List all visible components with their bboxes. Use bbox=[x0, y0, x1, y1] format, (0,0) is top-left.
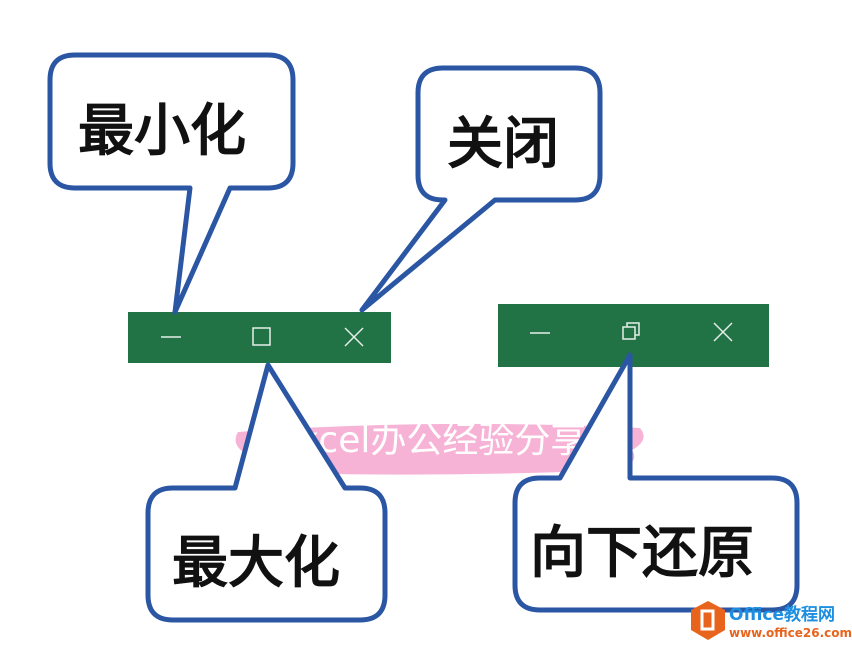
title-bar-normal bbox=[128, 312, 391, 363]
callout-close-label: 关闭 bbox=[447, 112, 559, 177]
close-icon[interactable] bbox=[713, 322, 733, 342]
close-icon[interactable] bbox=[344, 327, 364, 347]
callout-maximize-label: 最大化 bbox=[172, 531, 340, 596]
callout-restore-down bbox=[512, 352, 800, 613]
callout-restore-down-label: 向下还原 bbox=[530, 521, 754, 586]
watermark-text: Excel办公经验分享 bbox=[275, 420, 586, 461]
callout-close bbox=[359, 65, 603, 313]
maximize-icon[interactable] bbox=[252, 327, 271, 346]
watermark: Excel办公经验分享 bbox=[235, 420, 644, 475]
logo-name: Office教程网 bbox=[729, 604, 835, 625]
logo-url: www.office26.com bbox=[729, 626, 852, 640]
restore-icon[interactable] bbox=[622, 322, 640, 340]
title-bar-maximized bbox=[498, 304, 769, 367]
office26-logo: Office教程网 www.office26.com bbox=[691, 601, 852, 640]
callout-minimize bbox=[47, 52, 296, 315]
callout-minimize-label: 最小化 bbox=[78, 99, 246, 164]
callout-maximize bbox=[145, 362, 388, 623]
office-logo-icon bbox=[691, 601, 725, 640]
